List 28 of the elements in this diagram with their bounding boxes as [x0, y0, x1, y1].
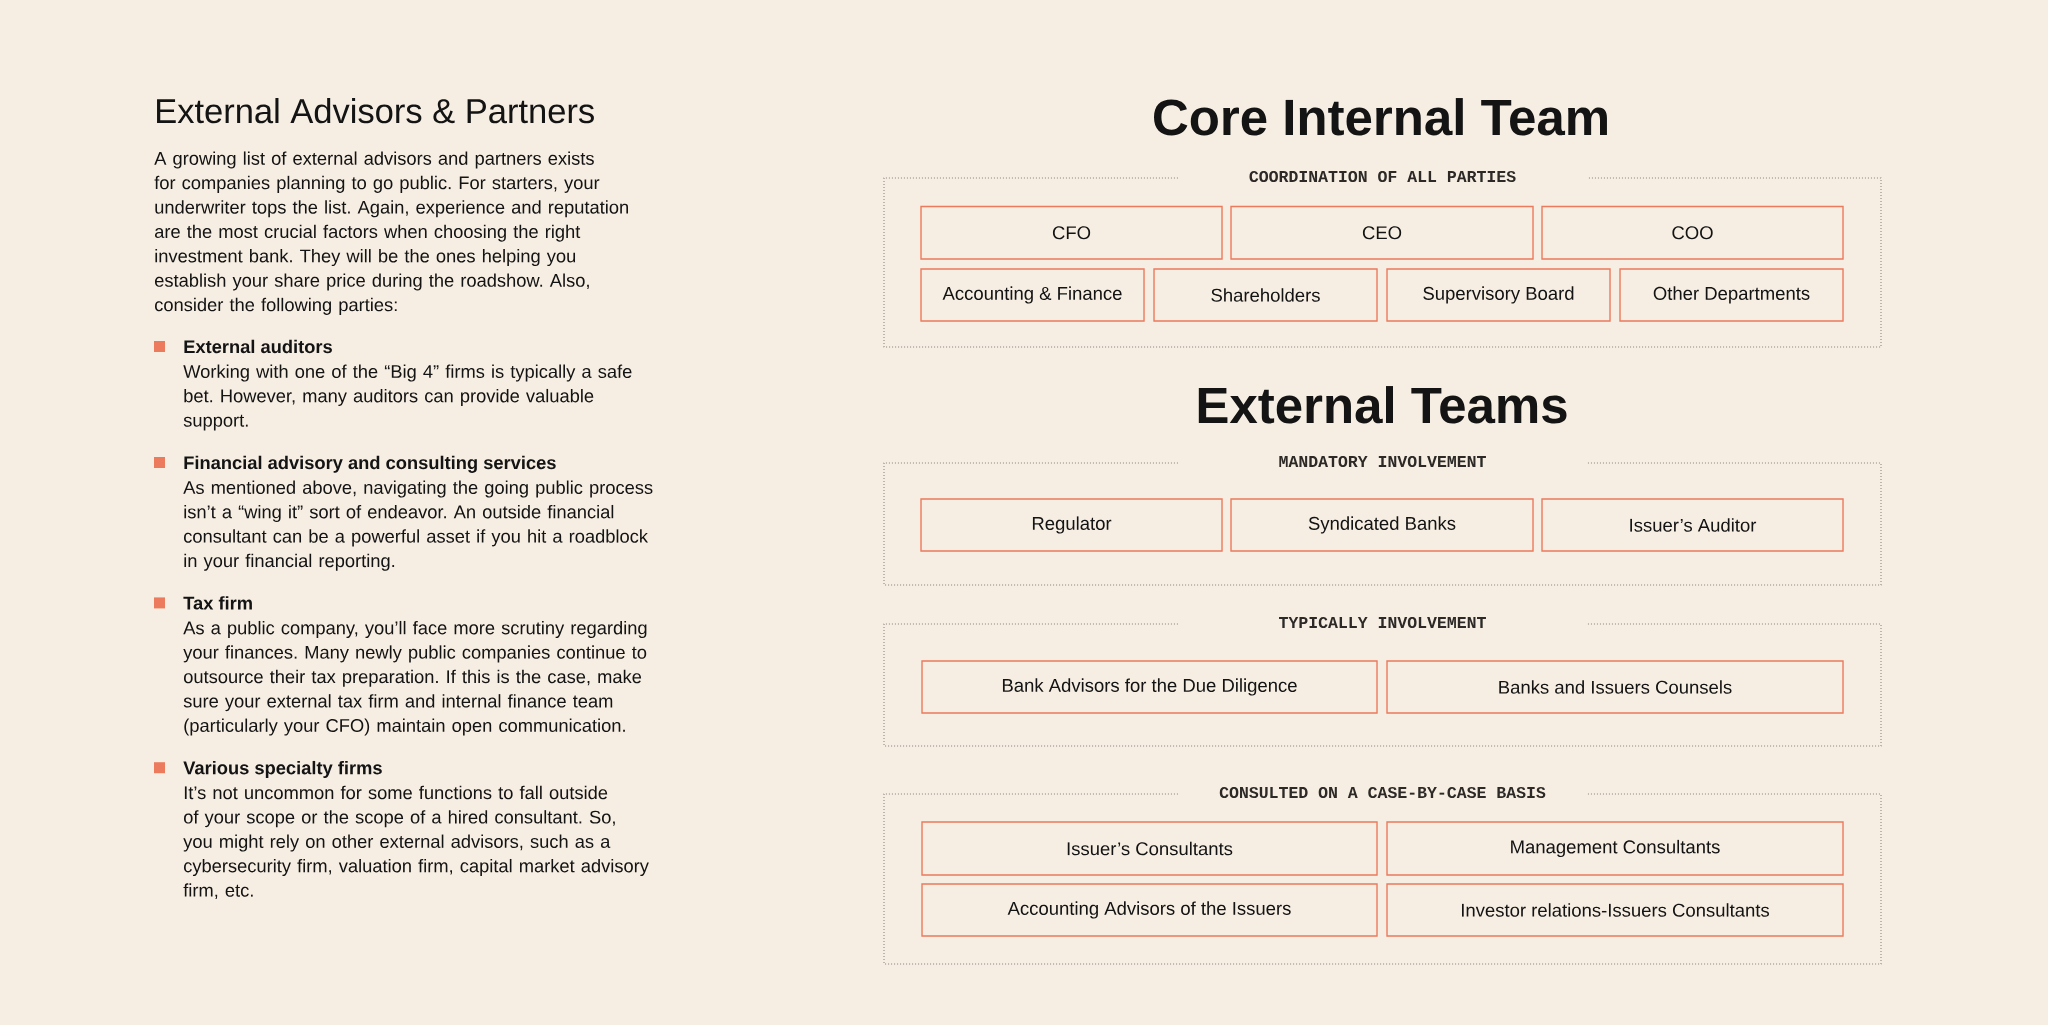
- bullet-heading: Tax firm: [183, 596, 252, 610]
- bullet-text: Working with one of the “Big 4” firms is typically a safe bet. However, many auditors can provide valuable support.: [183, 364, 632, 431]
- role-box: Bank Advisors for the Due Diligence: [921, 660, 1378, 714]
- bullet-text: It’s not uncommon for some functions to fall outside of your scope or the scope of a hired consultant. So, you might rely on other external advisors, such as a cybersecurity firm, valuation firm, capital market advisory firm, etc.: [183, 785, 649, 899]
- role-box: COO: [1541, 205, 1844, 260]
- role-box: Shareholders: [1153, 268, 1378, 322]
- role-box: CEO: [1230, 205, 1534, 260]
- role-box: CFO: [920, 205, 1223, 260]
- role-box: Banks and Issuers Counsels: [1386, 660, 1844, 714]
- heading: External Advisors & Partners: [157, 98, 594, 124]
- role-box: Syndicated Banks: [1230, 498, 1534, 552]
- bullet-text: As mentioned above, navigating the going public process isn’t a “wing it” sort of endeavor. An outside financial consultant can be a powerful asset if you hit a roadblock in your financial reporting.: [183, 480, 653, 571]
- bullet-heading: Financial advisory and consulting services: [184, 455, 556, 473]
- section-title: Core Internal Team: [1154, 98, 1607, 136]
- role-box: Accounting Advisors of the Issuers: [921, 883, 1378, 937]
- role-box: Accounting & Finance: [920, 268, 1145, 322]
- section-title: External Teams: [1198, 386, 1567, 424]
- bullet-heading: External auditors: [184, 339, 332, 354]
- role-box: Issuer’s Auditor: [1541, 498, 1844, 552]
- role-box: Supervisory Board: [1386, 268, 1611, 322]
- role-box: Issuer’s Consultants: [921, 821, 1378, 876]
- role-box: Regulator: [920, 498, 1223, 552]
- bullet-text: As a public company, you’ll face more scrutiny regarding your finances. Many newly public companies continue to outsource their tax preparation. If this is the case, make sure your external tax firm and internal finance team (particularly your CFO) maintain open communication.: [183, 620, 647, 736]
- paragraph: A growing list of external advisors and partners exists for companies planning to go public. For starters, your underwriter tops the list. Again, experience and reputation are the most crucial factors when choosing the right investment bank. They will be the ones helping you establish your share price during the roadshow. Also, consider the following parties:: [154, 151, 628, 315]
- role-box: Other Departments: [1619, 268, 1844, 322]
- role-box: Investor relations-Issuers Consultants: [1386, 883, 1844, 937]
- bullet-heading: Various specialty firms: [183, 760, 382, 778]
- role-box: Management Consultants: [1386, 821, 1844, 876]
